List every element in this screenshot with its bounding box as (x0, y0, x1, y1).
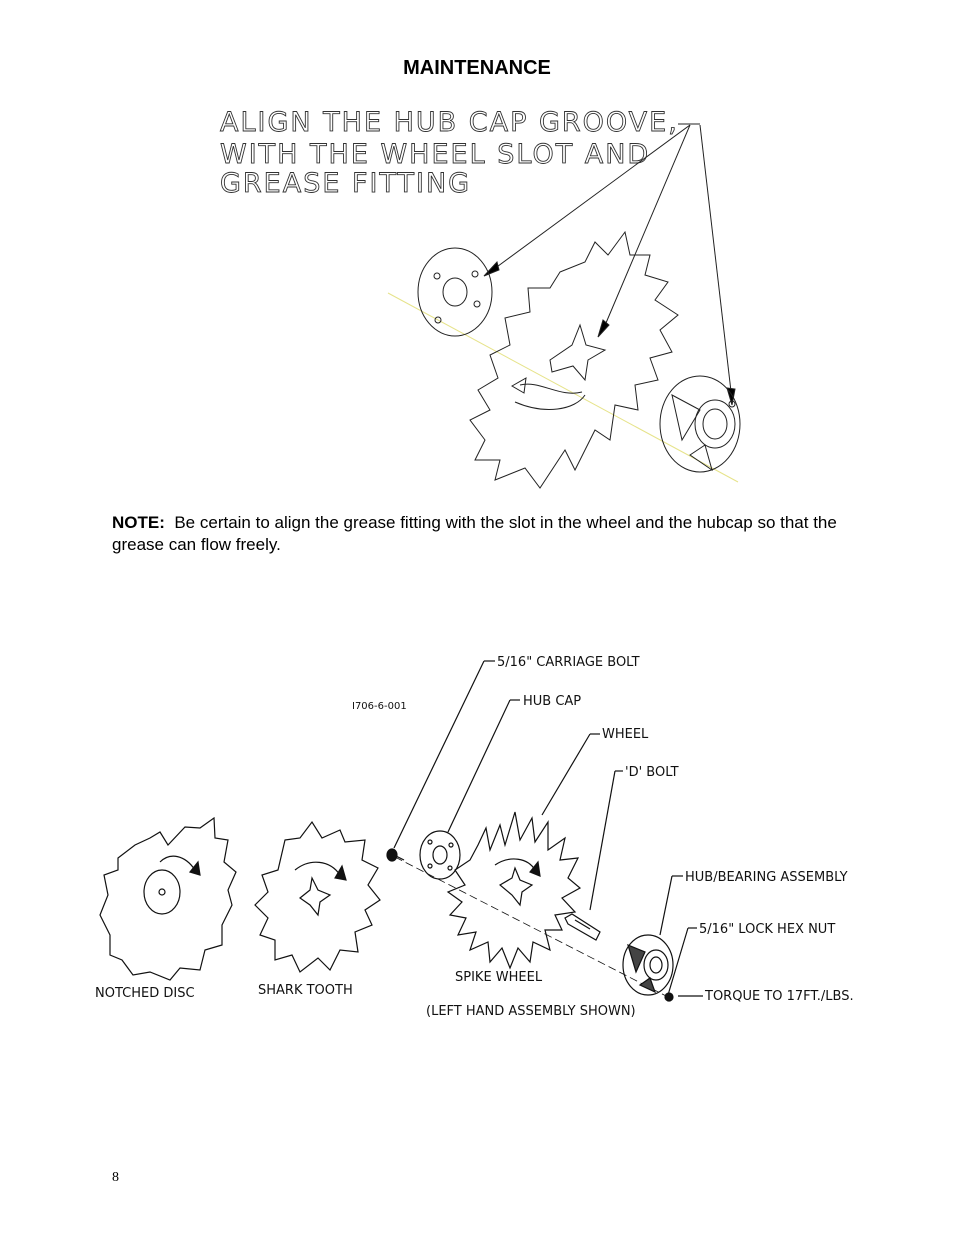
hub-cap-drawing (417, 247, 493, 337)
lock-nut-drawing (664, 992, 674, 1002)
shark-tooth-drawing (254, 820, 381, 973)
alignment-diagram: ALIGN THE HUB CAP GROOVE, WITH THE WHEEL… (220, 107, 741, 489)
page-title: MAINTENANCE (403, 57, 551, 79)
page-number: 8 (112, 1170, 119, 1185)
note-paragraph: NOTE: Be certain to align the grease fit… (112, 512, 872, 556)
label-carriage-bolt: 5/16" CARRIAGE BOLT (497, 655, 640, 670)
label-d-bolt: 'D' BOLT (625, 765, 679, 780)
hub-bearing-drawing (659, 375, 741, 473)
caption-shark-tooth: SHARK TOOTH (258, 983, 353, 998)
d-bolt-drawing (564, 913, 601, 941)
label-hub-cap: HUB CAP (523, 694, 581, 709)
drawing-number: I706-6-001 (352, 701, 407, 712)
caption-assembly-note: (LEFT HAND ASSEMBLY SHOWN) (426, 1004, 636, 1019)
label-torque: TORQUE TO 17FT./LBS. (704, 989, 854, 1004)
spike-wheel-drawing (446, 811, 582, 970)
caption-spike-wheel: SPIKE WHEEL (455, 970, 543, 985)
callout-line-2: WITH THE WHEEL SLOT AND (220, 139, 650, 170)
caption-notched-disc: NOTCHED DISC (95, 986, 195, 1001)
callout-line-1: ALIGN THE HUB CAP GROOVE, (220, 107, 679, 138)
carriage-bolt-drawing (386, 848, 405, 862)
label-wheel: WHEEL (602, 727, 649, 742)
hub-cap-part-drawing (419, 830, 461, 880)
notched-disc-drawing (99, 816, 237, 981)
callout-line-3: GREASE FITTING (220, 168, 471, 199)
label-lock-nut: 5/16" LOCK HEX NUT (699, 922, 835, 937)
hub-bearing-part-drawing (622, 934, 674, 996)
label-hub-bearing: HUB/BEARING ASSEMBLY (685, 870, 848, 885)
shark-tooth-wheel-drawing (469, 230, 679, 489)
note-label: NOTE: (112, 513, 165, 532)
note-text: Be certain to align the grease fitting w… (112, 513, 837, 554)
